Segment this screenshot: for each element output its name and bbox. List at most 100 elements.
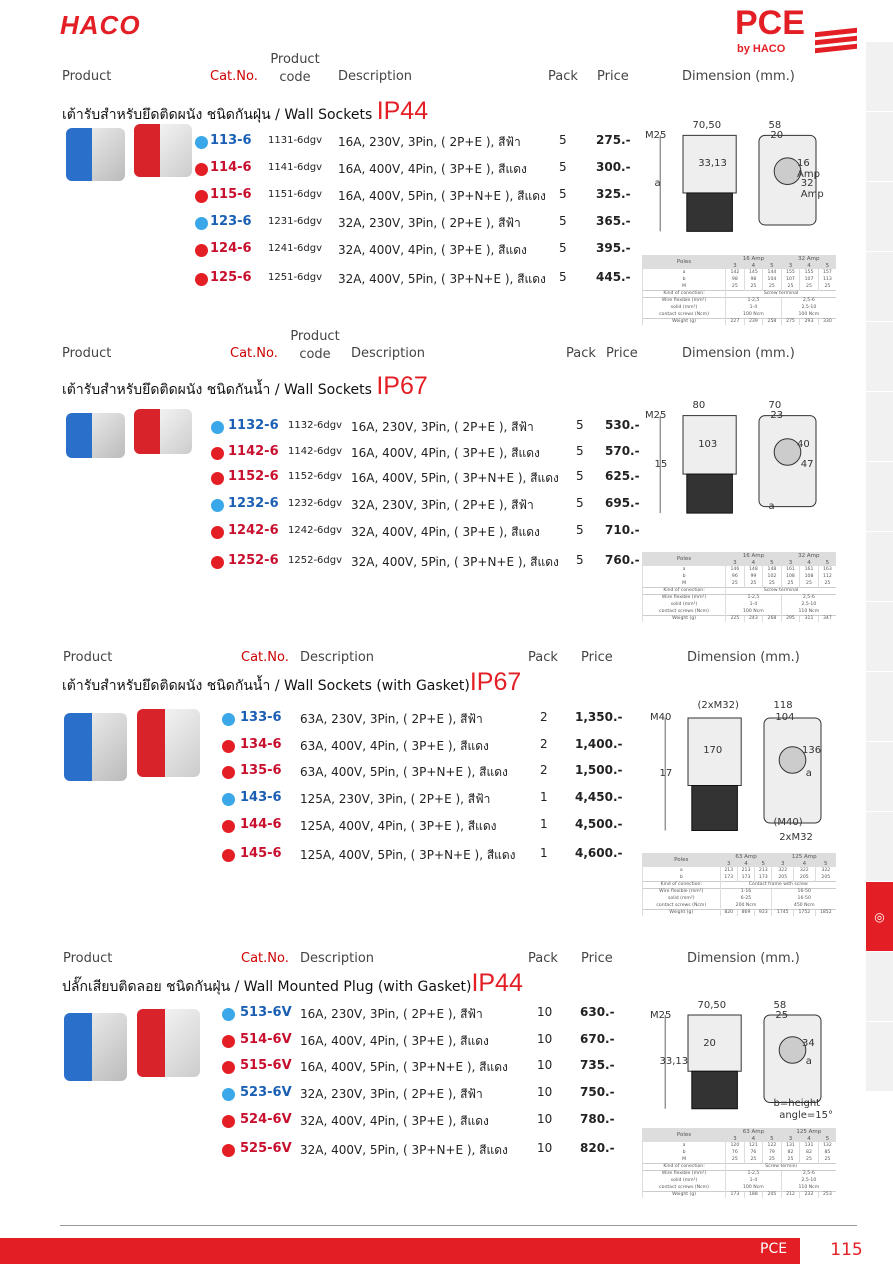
- spec-cell: 213: [719, 867, 738, 874]
- spec-cell: 25: [725, 283, 745, 290]
- spec-cell: 82: [799, 1149, 819, 1156]
- screws-value: 200 Ncm: [719, 902, 772, 909]
- spec-cell: 155: [799, 269, 819, 276]
- flex-value: 16-50: [771, 887, 836, 895]
- sidebar-tab[interactable]: [866, 252, 893, 322]
- sidebar-tab[interactable]: [866, 42, 893, 112]
- pole-count: 4: [793, 860, 816, 867]
- connection-type: Screw termini: [725, 1162, 836, 1170]
- spec-cell: 108: [780, 573, 800, 580]
- sidebar-tab[interactable]: [866, 532, 893, 602]
- cat-no: 134-6: [240, 737, 282, 752]
- product-code: 1151-6dgv: [268, 189, 323, 200]
- header-description: Description: [338, 69, 413, 84]
- spec-cell: 25: [799, 283, 819, 290]
- pce-flag-logo: [815, 27, 857, 54]
- amp-header: 63 Amp: [725, 1128, 782, 1135]
- spec-cell: 25: [780, 283, 800, 290]
- sidebar-tab[interactable]: [866, 392, 893, 462]
- pole-count: 3: [771, 860, 794, 867]
- spec-cell: a: [641, 566, 726, 573]
- cat-no: 113-6: [210, 133, 252, 148]
- product-code: 1241-6dgv: [268, 243, 323, 254]
- sidebar-tab[interactable]: [866, 952, 893, 1022]
- spec-cell: 25: [762, 283, 782, 290]
- product-code: 1131-6dgv: [268, 135, 323, 146]
- cat-no: 1142-6: [228, 444, 279, 459]
- sidebar-tab[interactable]: [866, 812, 893, 882]
- pole-count: 5: [762, 559, 782, 566]
- spec-cell: 82: [780, 1149, 800, 1156]
- price: 695.-: [605, 496, 640, 510]
- cat-no: 523-6V: [240, 1085, 292, 1100]
- dimension-label: 47: [800, 458, 814, 470]
- description: 16A, 400V, 4Pin, ( 3P+E ), สีแดง: [300, 1034, 489, 1048]
- sidebar-tab[interactable]: [866, 742, 893, 812]
- spec-cell: 145: [743, 269, 763, 276]
- sidebar-tab[interactable]: [866, 322, 893, 392]
- pack: 10: [537, 1141, 553, 1155]
- sidebar-tab[interactable]: [866, 1022, 893, 1092]
- pole-count: 4: [736, 860, 755, 867]
- sidebar-tab[interactable]: [866, 602, 893, 672]
- header-pack: Pack: [528, 650, 558, 665]
- header-product-code: Product code: [290, 329, 340, 362]
- spec-cell: a: [642, 867, 721, 874]
- screws-label: contact screws (Ncm): [641, 608, 726, 615]
- price: 4,600.-: [575, 846, 623, 860]
- spec-cell: M: [641, 1156, 726, 1163]
- pole-count: 4: [799, 559, 819, 566]
- red-dot-icon: [211, 526, 224, 539]
- spec-cell: 25: [725, 580, 745, 587]
- dimension-label: a: [654, 177, 661, 189]
- pole-count: 5: [762, 262, 782, 269]
- sidebar-tab[interactable]: [866, 112, 893, 182]
- spec-cell: 25: [799, 580, 819, 587]
- weight-label: Weight (g): [641, 317, 726, 325]
- sidebar-tab[interactable]: [866, 672, 893, 742]
- weight-value: 820: [719, 908, 738, 916]
- description: 16A, 400V, 5Pin, ( 3P+N+E ), สีแดง: [351, 471, 559, 485]
- pack: 5: [576, 469, 584, 483]
- spec-cell: 322: [771, 867, 794, 874]
- pole-count: 3: [780, 1135, 800, 1142]
- spec-cell: 25: [799, 1156, 819, 1163]
- sidebar-tab[interactable]: [866, 462, 893, 532]
- sidebar-tab[interactable]: [866, 182, 893, 252]
- spec-cell: 155: [780, 269, 800, 276]
- solid-value: 2,5-10: [780, 1177, 836, 1184]
- dimension-label: 136: [802, 745, 822, 756]
- sidebar-tab[interactable]: ◎: [866, 882, 893, 952]
- weight-value: 923: [754, 908, 772, 916]
- spec-cell: a: [641, 1142, 726, 1149]
- spec-cell: 173: [736, 874, 755, 881]
- section-title: ปลั๊กเสียบติดลอย ชนิดกันฝุ่น / Wall Moun…: [62, 969, 523, 998]
- spec-cell: 131: [799, 1142, 819, 1149]
- screws-label: contact screws (Ncm): [641, 311, 726, 318]
